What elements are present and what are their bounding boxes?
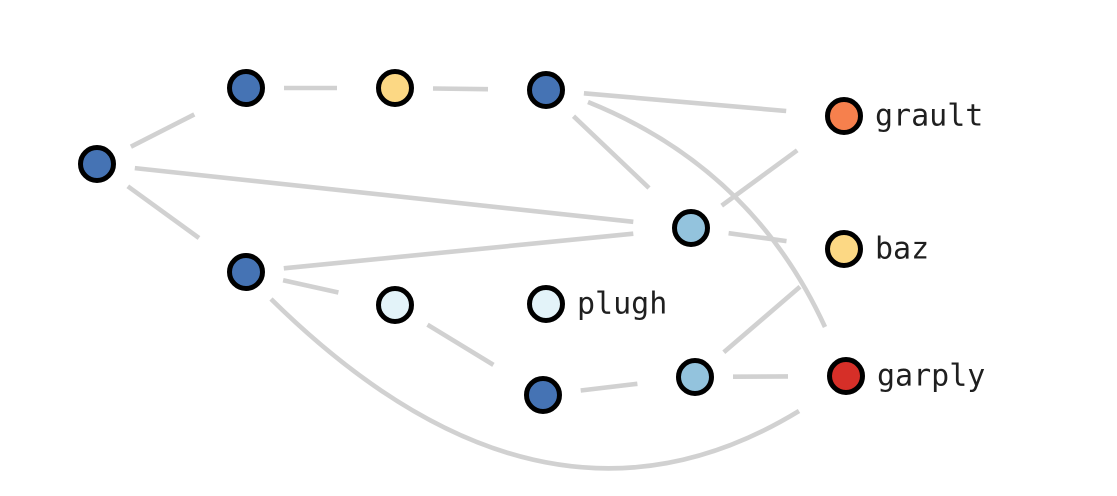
edge-n3-garply xyxy=(587,99,828,328)
edges-layer xyxy=(126,85,828,471)
node-label-plugh: plugh xyxy=(577,287,667,322)
edge-n4-grault xyxy=(720,148,799,208)
graph-node-n3 xyxy=(527,71,565,109)
edge-n3-n4 xyxy=(571,114,651,190)
edge-n0-n4 xyxy=(134,165,634,225)
nodes-layer xyxy=(78,69,865,414)
edge-n4-baz xyxy=(728,230,787,244)
edge-n5-n4 xyxy=(283,231,634,271)
graph-node-n8 xyxy=(524,376,562,414)
edge-n6-n8 xyxy=(426,322,495,367)
node-label-grault: grault xyxy=(875,99,983,134)
node-label-baz: baz xyxy=(875,232,929,267)
edge-n0-n1 xyxy=(129,112,196,149)
edge-n8-n9 xyxy=(580,381,638,393)
graph-node-n9 xyxy=(676,358,714,396)
graph-node-grault xyxy=(825,97,863,135)
edge-n5-n6 xyxy=(282,277,339,295)
edge-n5-garply xyxy=(269,297,801,471)
graph-node-garply xyxy=(827,357,865,395)
graph-node-n5 xyxy=(227,253,265,291)
edge-n9-baz xyxy=(722,285,802,354)
edge-n2-n3 xyxy=(432,86,489,92)
graph-node-n2 xyxy=(376,69,414,107)
graph-node-baz xyxy=(825,230,863,268)
edge-n0-n5 xyxy=(126,184,201,240)
graph-node-plugh xyxy=(527,285,565,323)
graph-node-n1 xyxy=(227,69,265,107)
labels-layer: plugh grault baz garply xyxy=(577,99,985,394)
node-label-garply: garply xyxy=(877,359,985,394)
graph-node-n6 xyxy=(376,286,414,324)
graph-node-n4 xyxy=(672,209,710,247)
edge-n3-grault xyxy=(583,91,787,114)
graph-node-n0 xyxy=(78,145,116,183)
